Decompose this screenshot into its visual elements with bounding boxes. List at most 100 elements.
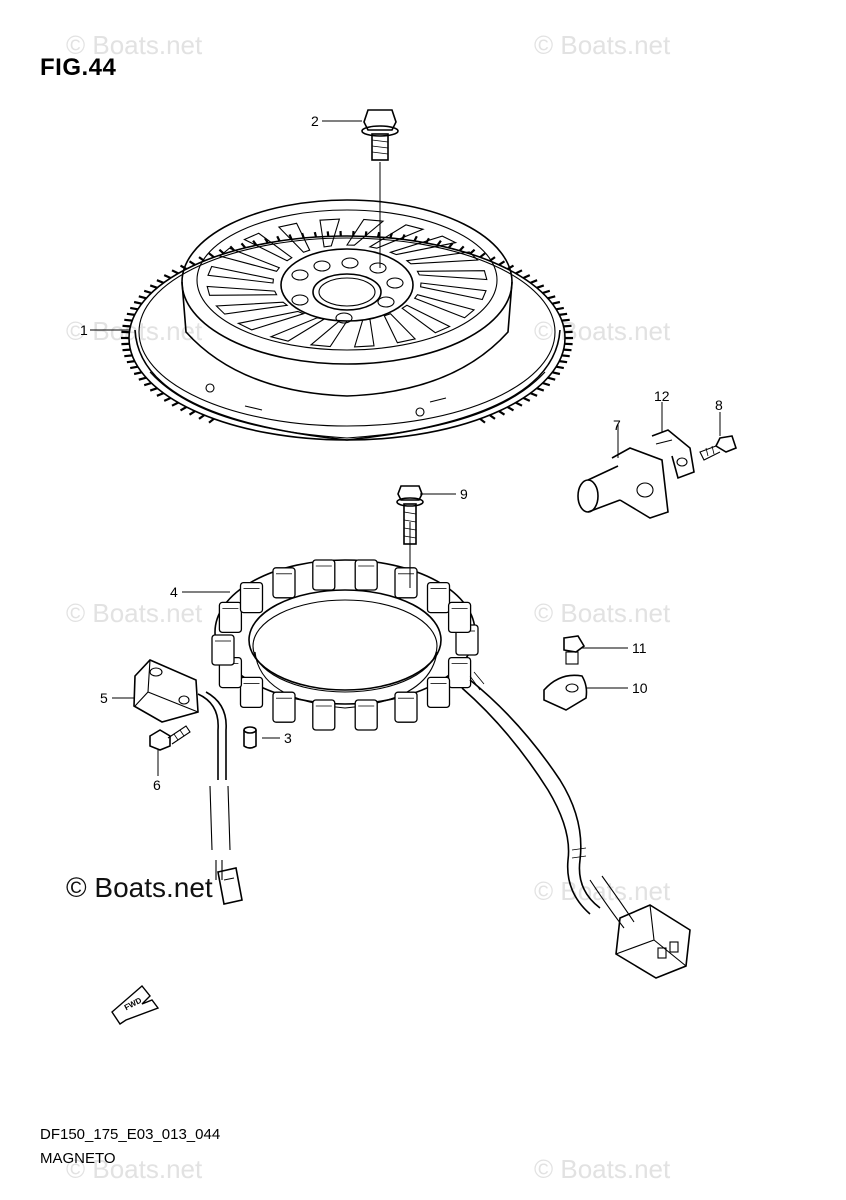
gear-tooth <box>559 360 568 364</box>
gear-tooth <box>171 401 179 407</box>
gear-tooth <box>313 231 318 238</box>
callout-8: 8 <box>715 397 723 413</box>
callout-1: 1 <box>80 322 88 338</box>
gear-tooth <box>376 231 381 238</box>
fan-blade <box>269 317 326 342</box>
stator-coil <box>312 559 336 591</box>
stator-coil <box>354 559 378 591</box>
gear-tooth <box>542 289 551 295</box>
watermark: © Boats.net <box>534 598 671 628</box>
watermark: © Boats.net <box>534 316 671 346</box>
fan-blade <box>416 270 488 281</box>
stator-harness-part <box>461 671 691 979</box>
watermark: © Boats.net <box>534 30 671 60</box>
gear-tooth <box>179 264 187 270</box>
gear-tooth <box>413 235 418 242</box>
gear-tooth <box>489 414 496 420</box>
fan-blade <box>420 282 487 301</box>
crank-position-sensor-part <box>577 429 695 519</box>
gear-tooth <box>188 410 196 416</box>
gear-tooth <box>561 318 570 322</box>
gear-tooth <box>156 392 165 397</box>
stator-coil <box>426 676 451 709</box>
stator-coil <box>426 581 451 614</box>
gear-tooth <box>552 371 561 376</box>
stator-coil <box>239 676 264 709</box>
gear-tooth <box>563 348 572 352</box>
gear-tooth <box>556 306 564 311</box>
callout-5: 5 <box>100 690 108 706</box>
gear-tooth <box>536 284 545 289</box>
gear-tooth <box>498 260 506 266</box>
gear-tooth <box>122 324 131 328</box>
pulser-coil-part <box>133 659 243 905</box>
fan-blade <box>405 251 479 265</box>
gear-tooth <box>138 295 147 300</box>
fan-blade <box>207 265 274 284</box>
stator-coil <box>272 691 296 723</box>
callout-2: 2 <box>311 113 319 129</box>
fan-blade <box>218 247 281 272</box>
stator-coil <box>272 567 296 599</box>
gear-tooth <box>252 240 258 246</box>
watermark: © Boats.net <box>534 1154 671 1184</box>
watermark: © Boats.net <box>66 598 203 628</box>
gear-tooth <box>130 306 138 311</box>
gear-tooth <box>507 264 515 270</box>
gear-tooth <box>124 318 133 322</box>
gear-tooth <box>436 240 442 246</box>
forward-arrow-icon: FWD <box>111 984 160 1025</box>
gear-tooth <box>536 387 545 392</box>
gear-tooth <box>276 235 281 242</box>
figure-code: DF150_175_E03_013_044 <box>40 1126 221 1143</box>
gear-tooth <box>133 300 142 305</box>
flywheel-bolt-part <box>361 109 399 268</box>
stator-coil <box>447 601 472 634</box>
fan-blade <box>383 313 417 344</box>
gear-tooth <box>126 312 135 316</box>
fan-blade <box>236 310 306 331</box>
fan-blade <box>388 235 458 256</box>
gear-tooth <box>156 279 165 284</box>
stator-coil <box>394 691 418 723</box>
dowel-pin-part <box>243 726 257 749</box>
section-name: MAGNETO <box>40 1150 116 1167</box>
gear-tooth <box>507 406 515 412</box>
gear-tooth <box>163 396 172 402</box>
harness-clamp-part <box>543 674 588 711</box>
gear-tooth <box>515 401 523 407</box>
stator-coil <box>447 656 472 689</box>
gear-tooth <box>264 237 269 244</box>
gear-tooth <box>124 354 133 358</box>
gear-tooth <box>515 269 523 275</box>
gear-tooth <box>529 279 538 284</box>
callout-11: 11 <box>632 640 647 656</box>
watermark: © Boats.net <box>66 1154 203 1184</box>
gear-tooth <box>179 406 187 412</box>
watermark-main: © Boats.net <box>66 872 213 903</box>
sensor-screw-part <box>699 435 737 461</box>
gear-tooth <box>556 365 564 370</box>
gear-tooth <box>208 252 215 259</box>
gear-tooth <box>133 371 142 376</box>
fan-blade <box>243 232 293 262</box>
stator-coil <box>211 634 235 666</box>
gear-tooth <box>561 354 570 358</box>
callout-3: 3 <box>284 730 292 746</box>
fan-blade <box>277 222 311 253</box>
fan-blade <box>206 285 278 296</box>
gear-tooth <box>559 312 568 316</box>
gear-tooth <box>208 417 215 424</box>
gear-tooth <box>149 284 158 289</box>
gear-tooth <box>149 387 158 392</box>
flywheel-part <box>121 199 573 441</box>
gear-tooth <box>522 274 531 280</box>
callout-6: 6 <box>153 777 161 793</box>
gear-tooth <box>542 381 551 387</box>
gear-tooth <box>479 252 486 259</box>
gear-tooth <box>498 410 506 416</box>
gear-tooth <box>529 392 538 397</box>
gear-tooth <box>138 376 147 381</box>
gear-tooth <box>552 300 561 305</box>
